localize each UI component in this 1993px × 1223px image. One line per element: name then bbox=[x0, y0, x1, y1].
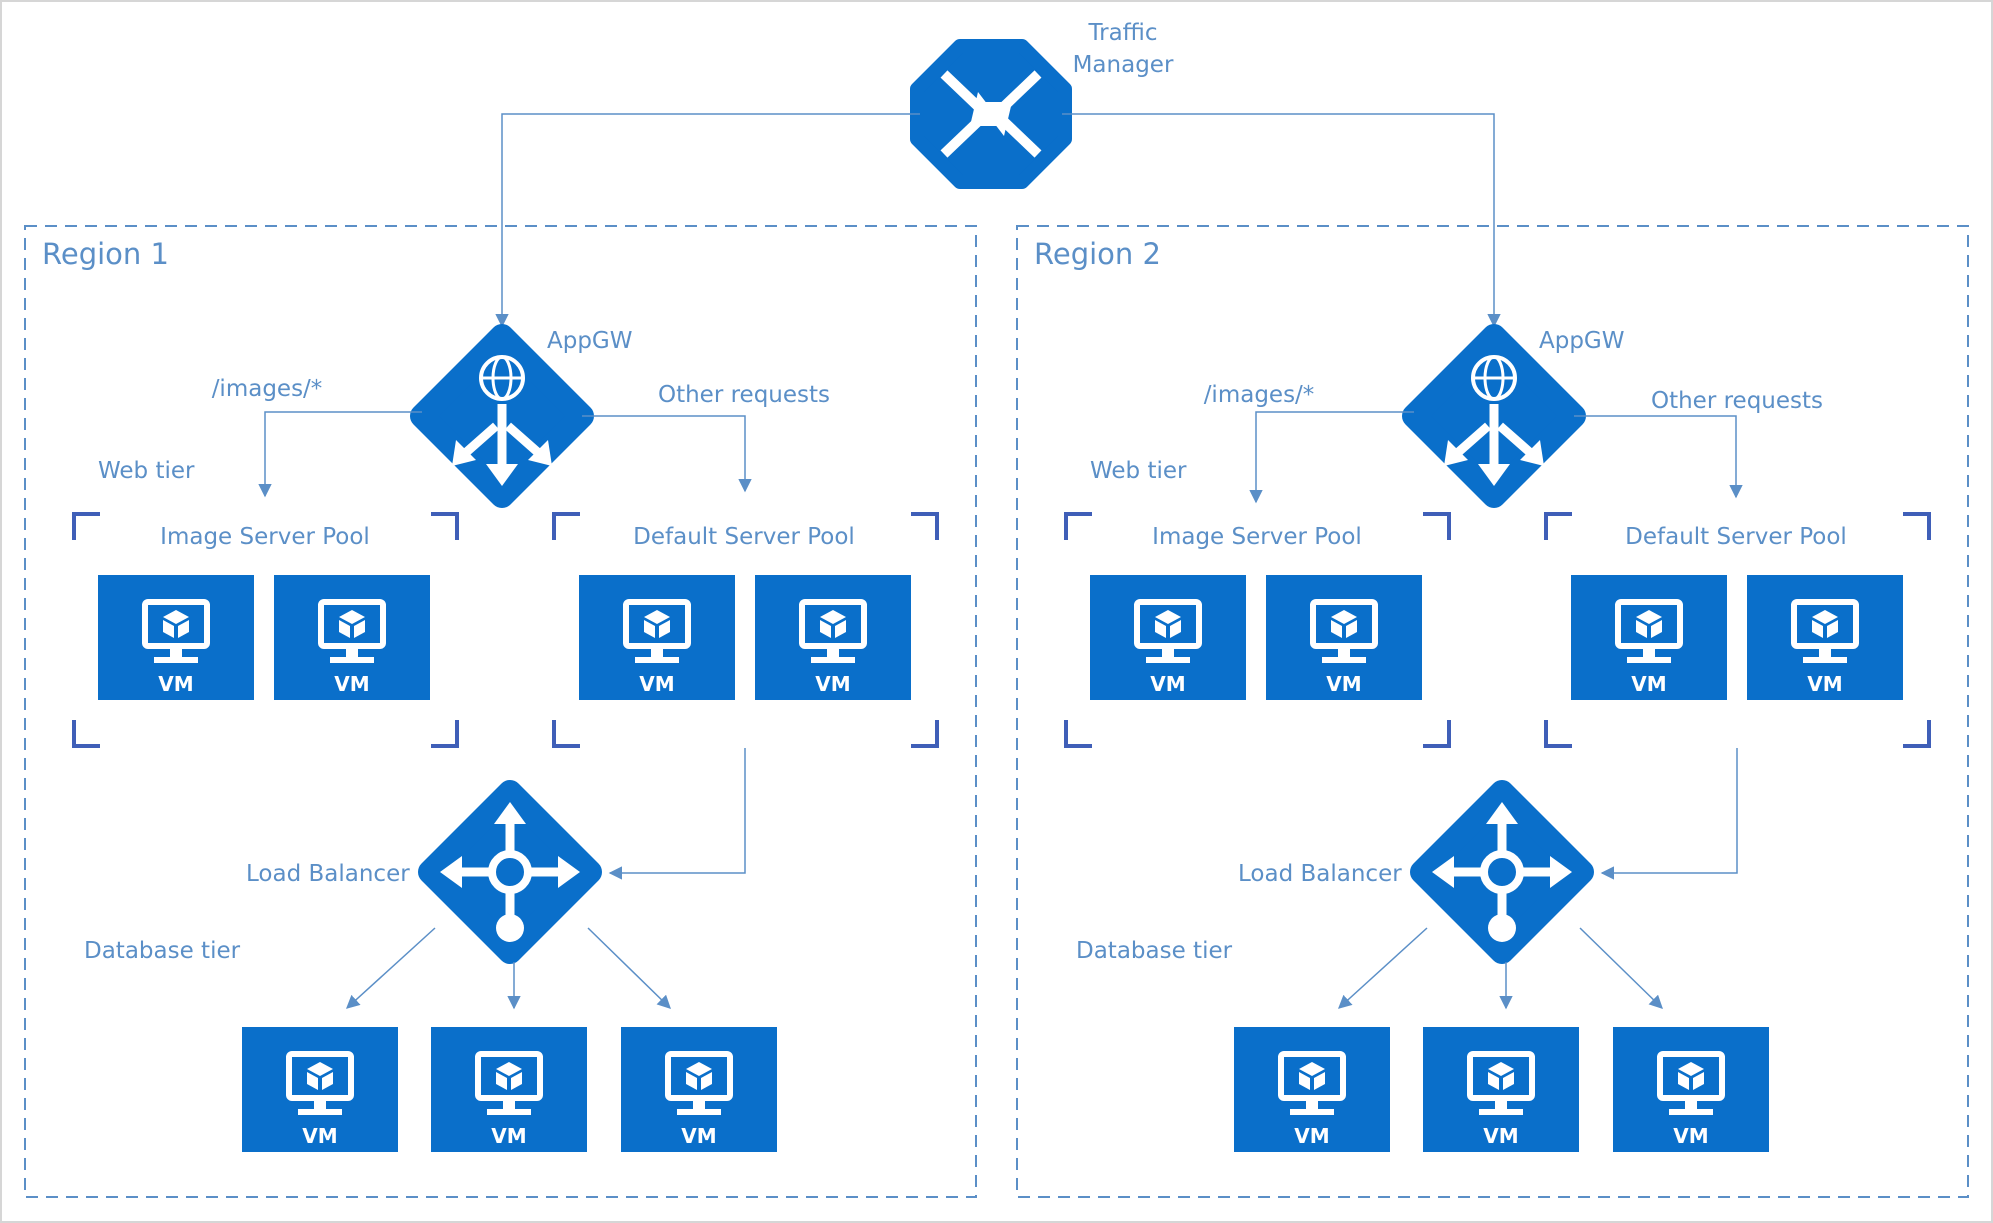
region-2: Region 2 AppGW /images/* Other requests … bbox=[1016, 225, 1969, 1198]
load-balancer-label: Load Balancer bbox=[1238, 861, 1402, 887]
pool-to-lb-connector bbox=[608, 748, 746, 880]
database-vms: VM VM VM bbox=[242, 1027, 777, 1152]
traffic-manager: Traffic Manager bbox=[910, 20, 1174, 189]
vm-tile: VM bbox=[1266, 575, 1422, 700]
default-server-pool: Default Server Pool VM VM bbox=[552, 512, 939, 748]
vm-tile: VM bbox=[1234, 1027, 1390, 1152]
traffic-manager-label-line2: Manager bbox=[1073, 52, 1174, 78]
images-route-connector bbox=[1249, 411, 1414, 504]
vm-label: VM bbox=[681, 1124, 716, 1148]
appgw-icon bbox=[422, 336, 582, 496]
vm-label: VM bbox=[491, 1124, 526, 1148]
appgw-label: AppGW bbox=[1539, 328, 1625, 354]
region-2-title: Region 2 bbox=[1034, 237, 1161, 271]
region-1: Region 1 AppGW /images/* Other requests … bbox=[24, 225, 977, 1198]
appgw-label: AppGW bbox=[547, 328, 633, 354]
lb-to-db-connector bbox=[346, 927, 436, 1009]
vm-tile: VM bbox=[1613, 1027, 1769, 1152]
region-1-title: Region 1 bbox=[42, 237, 169, 271]
default-server-pool: Default Server Pool VM VM bbox=[1544, 512, 1931, 748]
vm-tile: VM bbox=[242, 1027, 398, 1152]
images-route-label: /images/* bbox=[212, 376, 323, 402]
other-route-label: Other requests bbox=[1651, 388, 1823, 414]
default-pool-title: Default Server Pool bbox=[633, 524, 855, 550]
vm-label: VM bbox=[1294, 1124, 1329, 1148]
vm-tile: VM bbox=[621, 1027, 777, 1152]
image-server-pool: Image Server Pool VM VM bbox=[1064, 512, 1451, 748]
vm-label: VM bbox=[815, 672, 850, 696]
vm-tile: VM bbox=[98, 575, 254, 700]
other-route-label: Other requests bbox=[658, 382, 830, 408]
image-server-pool: Image Server Pool VM VM bbox=[72, 512, 459, 748]
vm-tile: VM bbox=[274, 575, 430, 700]
web-tier-label: Web tier bbox=[98, 458, 195, 484]
web-tier-label: Web tier bbox=[1090, 458, 1187, 484]
vm-label: VM bbox=[1483, 1124, 1518, 1148]
vm-tile: VM bbox=[1571, 575, 1727, 700]
vm-label: VM bbox=[1150, 672, 1185, 696]
appgw-icon bbox=[1414, 336, 1574, 496]
vm-tile: VM bbox=[1423, 1027, 1579, 1152]
vm-label: VM bbox=[639, 672, 674, 696]
vm-label: VM bbox=[1673, 1124, 1708, 1148]
traffic-manager-label-line1: Traffic bbox=[1087, 20, 1157, 46]
database-tier-label: Database tier bbox=[1076, 938, 1233, 964]
database-vms: VM VM VM bbox=[1234, 1027, 1769, 1152]
database-tier-label: Database tier bbox=[84, 938, 241, 964]
load-balancer-icon bbox=[1422, 792, 1582, 952]
vm-label: VM bbox=[334, 672, 369, 696]
vm-tile: VM bbox=[1090, 575, 1246, 700]
vm-label: VM bbox=[1326, 672, 1361, 696]
tm-to-appgw-2-connector bbox=[1062, 113, 1501, 328]
lb-to-db-connector bbox=[587, 927, 671, 1009]
load-balancer-label: Load Balancer bbox=[246, 861, 410, 887]
vm-label: VM bbox=[302, 1124, 337, 1148]
tm-to-appgw-1-connector bbox=[495, 113, 920, 328]
load-balancer-icon bbox=[430, 792, 590, 952]
images-route-connector bbox=[258, 411, 422, 498]
images-route-label: /images/* bbox=[1204, 382, 1315, 408]
image-pool-title: Image Server Pool bbox=[160, 524, 370, 550]
vm-tile: VM bbox=[431, 1027, 587, 1152]
lb-to-db-connector bbox=[1338, 927, 1428, 1009]
vm-label: VM bbox=[1807, 672, 1842, 696]
pool-to-lb-connector bbox=[1600, 748, 1738, 880]
lb-to-db-connector bbox=[1579, 927, 1663, 1009]
image-pool-title: Image Server Pool bbox=[1152, 524, 1362, 550]
vm-tile: VM bbox=[579, 575, 735, 700]
vm-label: VM bbox=[1631, 672, 1666, 696]
vm-tile: VM bbox=[755, 575, 911, 700]
vm-tile: VM bbox=[1747, 575, 1903, 700]
other-route-connector bbox=[1574, 415, 1743, 499]
vm-label: VM bbox=[158, 672, 193, 696]
other-route-connector bbox=[582, 415, 752, 493]
default-pool-title: Default Server Pool bbox=[1625, 524, 1847, 550]
